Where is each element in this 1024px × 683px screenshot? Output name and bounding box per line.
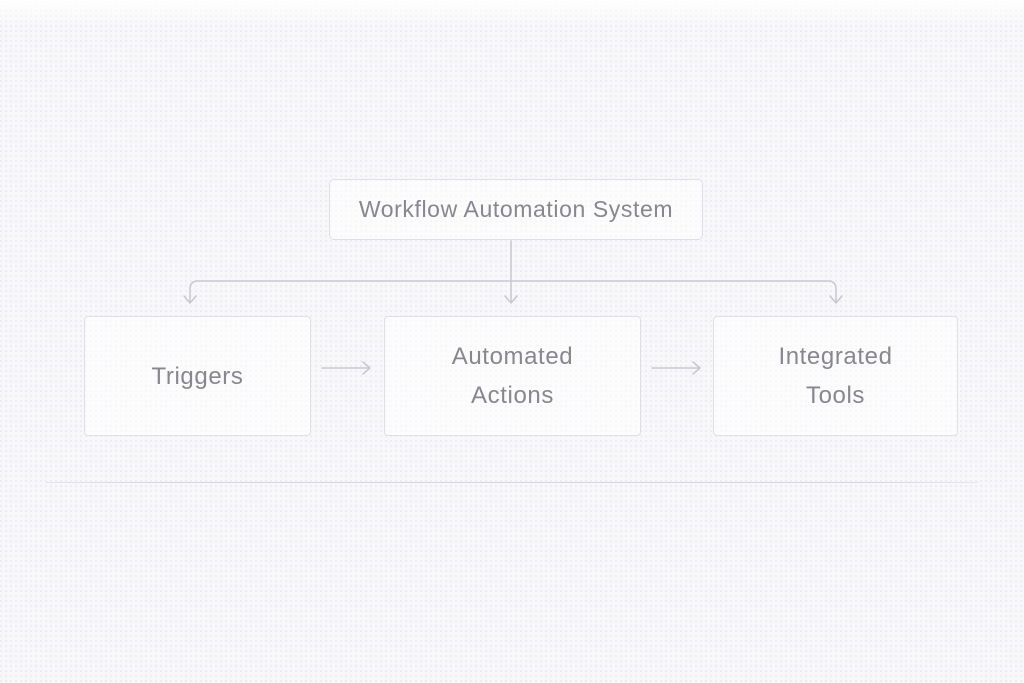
node-label-line2: Actions [471,382,554,409]
node-label-line2: Tools [805,382,866,409]
arrow-triggers-to-automated-actions [321,361,371,375]
node-workflow-automation-system: Workflow Automation System [329,179,703,240]
node-triggers: Triggers [84,316,311,436]
arrow-root-branch-rail [183,280,843,304]
arrow-root-to-automated-actions [504,240,518,304]
node-integrated-tools: Integrated Tools [713,316,958,436]
node-label: Workflow Automation System [358,196,674,222]
divider-line [45,482,978,483]
node-automated-actions: Automated Actions [384,316,641,436]
node-label-line1: Integrated [778,343,893,370]
node-label: Triggers [151,362,244,390]
node-label-line1: Automated [451,343,574,370]
arrow-automated-actions-to-integrated-tools [651,361,701,375]
